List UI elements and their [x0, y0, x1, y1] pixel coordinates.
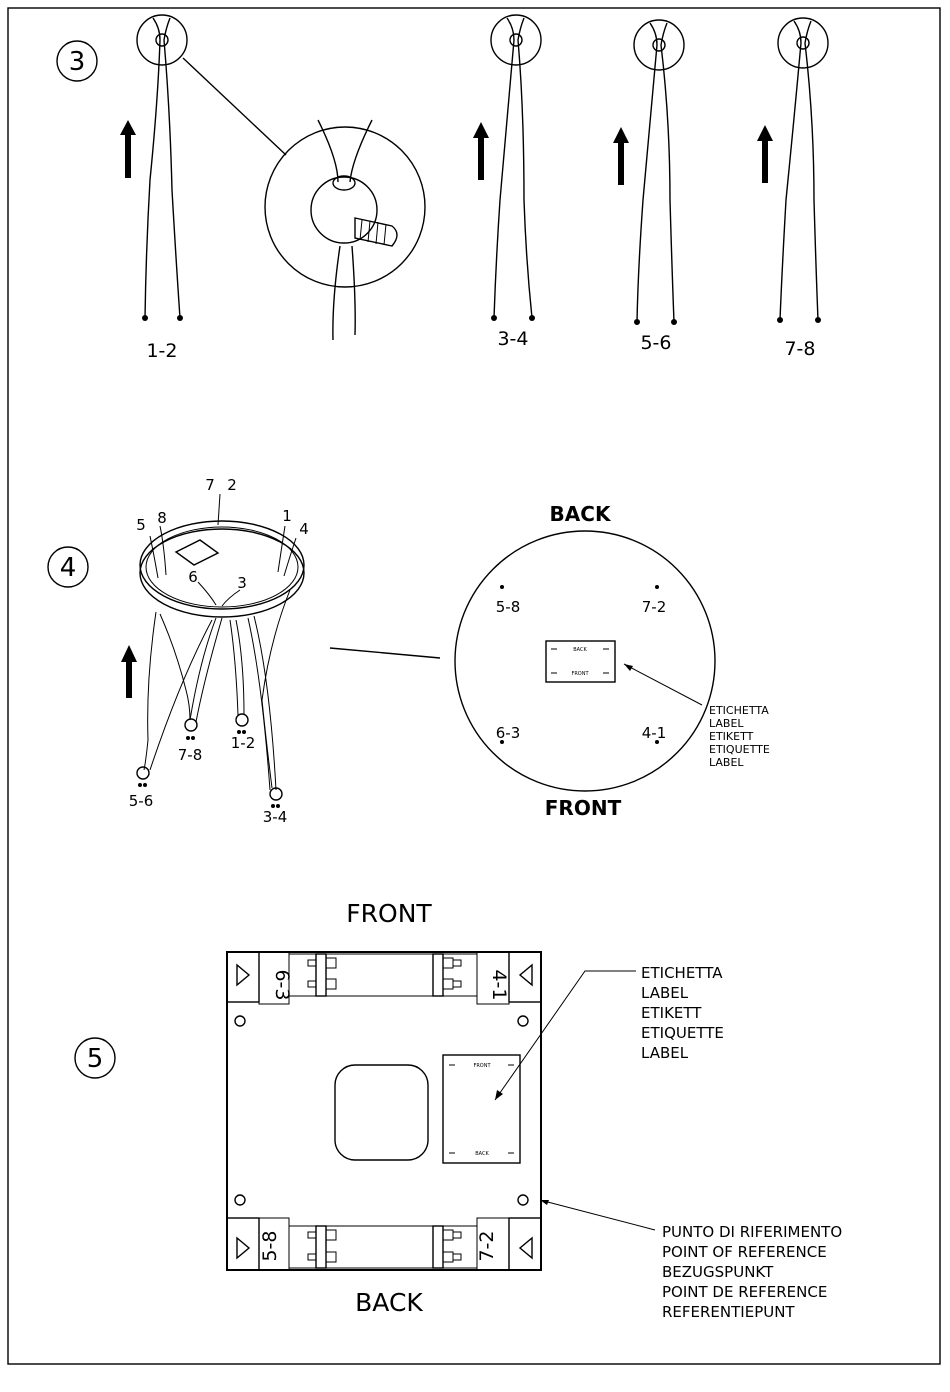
circle-front-label: FRONT: [545, 796, 622, 820]
ring-number-4: 4: [299, 520, 309, 538]
wire-label-7-8: 7-8: [784, 338, 815, 360]
ring-number-5: 5: [136, 516, 146, 534]
arrow-up-icon: [473, 122, 489, 180]
speaker-ring: 7 2 5 8 1 4 6 3: [121, 476, 309, 826]
wire-set-5-6: 5-6: [613, 20, 684, 354]
connector-5-6: [137, 767, 149, 779]
circle-back-label: BACK: [550, 502, 612, 526]
plate-label-line-1: ETICHETTA: [641, 964, 723, 982]
position-7-2: 7-2: [642, 598, 667, 616]
top-view-circle: BACK FRONT 5-8 7-2 6-3 4-1 BACK FRONT ET…: [455, 502, 770, 820]
label-line-3: ETIKETT: [709, 730, 754, 743]
step-3-number: 3: [69, 47, 86, 77]
ring-number-7: 7: [205, 476, 215, 494]
reference-line-1: PUNTO DI RIFERIMENTO: [662, 1223, 842, 1241]
step-4: 4 7 2 5 8 1 4 6 3: [48, 476, 770, 826]
ring-number-6: 6: [188, 568, 198, 586]
reference-line-5: REFERENTIEPUNT: [662, 1303, 795, 1321]
step-5-number: 5: [87, 1044, 104, 1074]
reference-line-3: BEZUGSPUNKT: [662, 1263, 774, 1281]
connector-1-2: [236, 714, 248, 726]
mini-label-back: BACK: [573, 647, 587, 653]
plate-label-line-4: ETIQUETTE: [641, 1024, 724, 1042]
position-5-8: 5-8: [496, 598, 521, 616]
label-line-5: LABEL: [709, 756, 744, 769]
plate-label-line-5: LABEL: [641, 1044, 689, 1062]
position-4-1: 4-1: [642, 724, 667, 742]
arrow-up-icon: [757, 125, 773, 183]
step-4-number: 4: [60, 553, 77, 583]
step-3: 3 1-2: [57, 15, 828, 362]
corner-label-4-1: 4-1: [488, 969, 510, 1000]
connector-7-8: [185, 719, 197, 731]
ring-number-3: 3: [237, 574, 247, 592]
ring-number-2: 2: [227, 476, 237, 494]
plate-label-front: FRONT: [473, 1063, 491, 1069]
label-line-4: ETIQUETTE: [709, 743, 770, 756]
position-6-3: 6-3: [496, 724, 521, 742]
connector-label-3-4: 3-4: [263, 808, 288, 826]
label-line-2: LABEL: [709, 717, 744, 730]
corner-label-5-8: 5-8: [259, 1230, 281, 1261]
wire-label-5-6: 5-6: [640, 332, 671, 354]
plate-front-label: FRONT: [346, 899, 432, 928]
plate-label-line-2: LABEL: [641, 984, 689, 1002]
plate-label: [443, 1055, 520, 1163]
plate-label-back: BACK: [475, 1151, 489, 1157]
mini-label-front: FRONT: [571, 671, 589, 677]
plate-label-line-3: ETIKETT: [641, 1004, 702, 1022]
reference-line-2: POINT OF REFERENCE: [662, 1243, 827, 1261]
arrow-up-icon: [120, 120, 136, 178]
reference-line-4: POINT DE REFERENCE: [662, 1283, 827, 1301]
wire-set-7-8: 7-8: [757, 18, 828, 360]
arrow-up-icon: [121, 645, 137, 698]
corner-label-7-2: 7-2: [476, 1230, 498, 1261]
wire-set-3-4: 3-4: [473, 15, 541, 350]
connector-label-7-8: 7-8: [178, 746, 203, 764]
connector-label-5-6: 5-6: [129, 792, 154, 810]
label-line-1: ETICHETTA: [709, 704, 769, 717]
wire-set-1-2: 1-2: [120, 15, 425, 362]
wire-label-1-2: 1-2: [146, 340, 177, 362]
arrow-up-icon: [613, 127, 629, 185]
reference-point: [518, 1195, 528, 1205]
ring-number-1: 1: [282, 507, 292, 525]
connector-label-1-2: 1-2: [231, 734, 256, 752]
ring-label: [176, 540, 218, 565]
ring-number-8: 8: [157, 509, 167, 527]
base-plate: 6-3 4-1 5-8 7-2: [227, 952, 541, 1270]
step-5: 5 FRONT BACK 6-3 4-1 5-8 7-2: [75, 899, 842, 1321]
detail-magnifier: [265, 127, 425, 287]
plate-back-label: BACK: [355, 1288, 423, 1317]
wire-label-3-4: 3-4: [497, 328, 528, 350]
